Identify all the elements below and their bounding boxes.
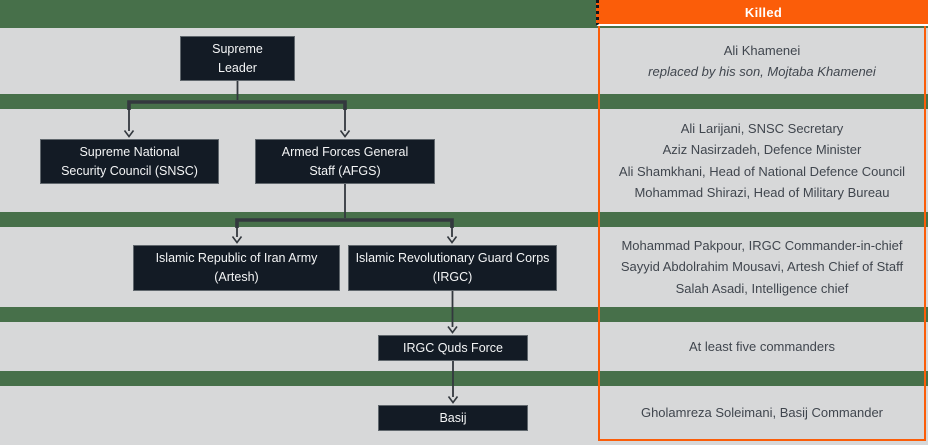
node-basij: Basij <box>378 405 528 431</box>
killed-name: Aziz Nasirzadeh, Defence Minister <box>662 142 862 157</box>
node-afgs-label: Armed Forces General Staff (AFGS) <box>281 144 409 178</box>
killed-cell-basij: Gholamreza Soleimani, Basij Commander <box>601 386 923 439</box>
node-snsc: Supreme National Security Council (SNSC) <box>40 139 219 184</box>
band-row-divider-3 <box>0 307 928 322</box>
band-row-divider-2 <box>0 212 928 227</box>
node-afgs: Armed Forces General Staff (AFGS) <box>255 139 435 184</box>
node-supreme-leader: Supreme Leader <box>180 36 295 81</box>
killed-name: Ali Shamkhani, Head of National Defence … <box>618 163 906 179</box>
killed-name: Ali Larijani, SNSC Secretary <box>680 120 844 136</box>
killed-name: Mohammad Pakpour, IRGC Commander-in-chie… <box>621 237 903 253</box>
band-row-divider-1 <box>0 94 928 109</box>
killed-name: Mohammad Shirazi, Head of Military Burea… <box>634 185 890 200</box>
killed-cell-supreme-leader: Ali Khamenei replaced by his son, Mojtab… <box>601 28 923 94</box>
killed-name: Ali Khamenei <box>723 42 801 58</box>
killed-name: Gholamreza Soleimani, Basij Commander <box>640 404 884 420</box>
node-quds-force: IRGC Quds Force <box>378 335 528 361</box>
node-basij-label: Basij <box>439 410 467 425</box>
node-irgc-label: Islamic Revolutionary Guard Corps (IRGC) <box>355 251 550 284</box>
node-artesh: Islamic Republic of Iran Army (Artesh) <box>133 245 340 291</box>
node-artesh-label: Islamic Republic of Iran Army (Artesh) <box>155 251 318 284</box>
node-snsc-label: Supreme National Security Council (SNSC) <box>61 144 198 178</box>
killed-column-title: Killed <box>744 4 783 20</box>
killed-cell-quds: At least five commanders <box>601 322 923 371</box>
band-row-divider-4 <box>0 371 928 386</box>
killed-column-header: Killed <box>596 0 928 26</box>
killed-name: At least five commanders <box>689 338 835 354</box>
node-irgc: Islamic Revolutionary Guard Corps (IRGC) <box>348 245 557 291</box>
node-supreme-leader-label: Supreme Leader <box>212 41 263 75</box>
killed-name: Salah Asadi, Intelligence chief <box>675 280 849 296</box>
killed-note: replaced by his son, Mojtaba Khamenei <box>648 64 876 79</box>
node-quds-force-label: IRGC Quds Force <box>402 340 504 355</box>
killed-name: Sayyid Abdolrahim Mousavi, Artesh Chief … <box>620 259 904 275</box>
killed-cell-snsc-afgs: Ali Larijani, SNSC Secretary Aziz Nasirz… <box>601 109 923 212</box>
killed-cell-artesh-irgc: Mohammad Pakpour, IRGC Commander-in-chie… <box>601 227 923 307</box>
